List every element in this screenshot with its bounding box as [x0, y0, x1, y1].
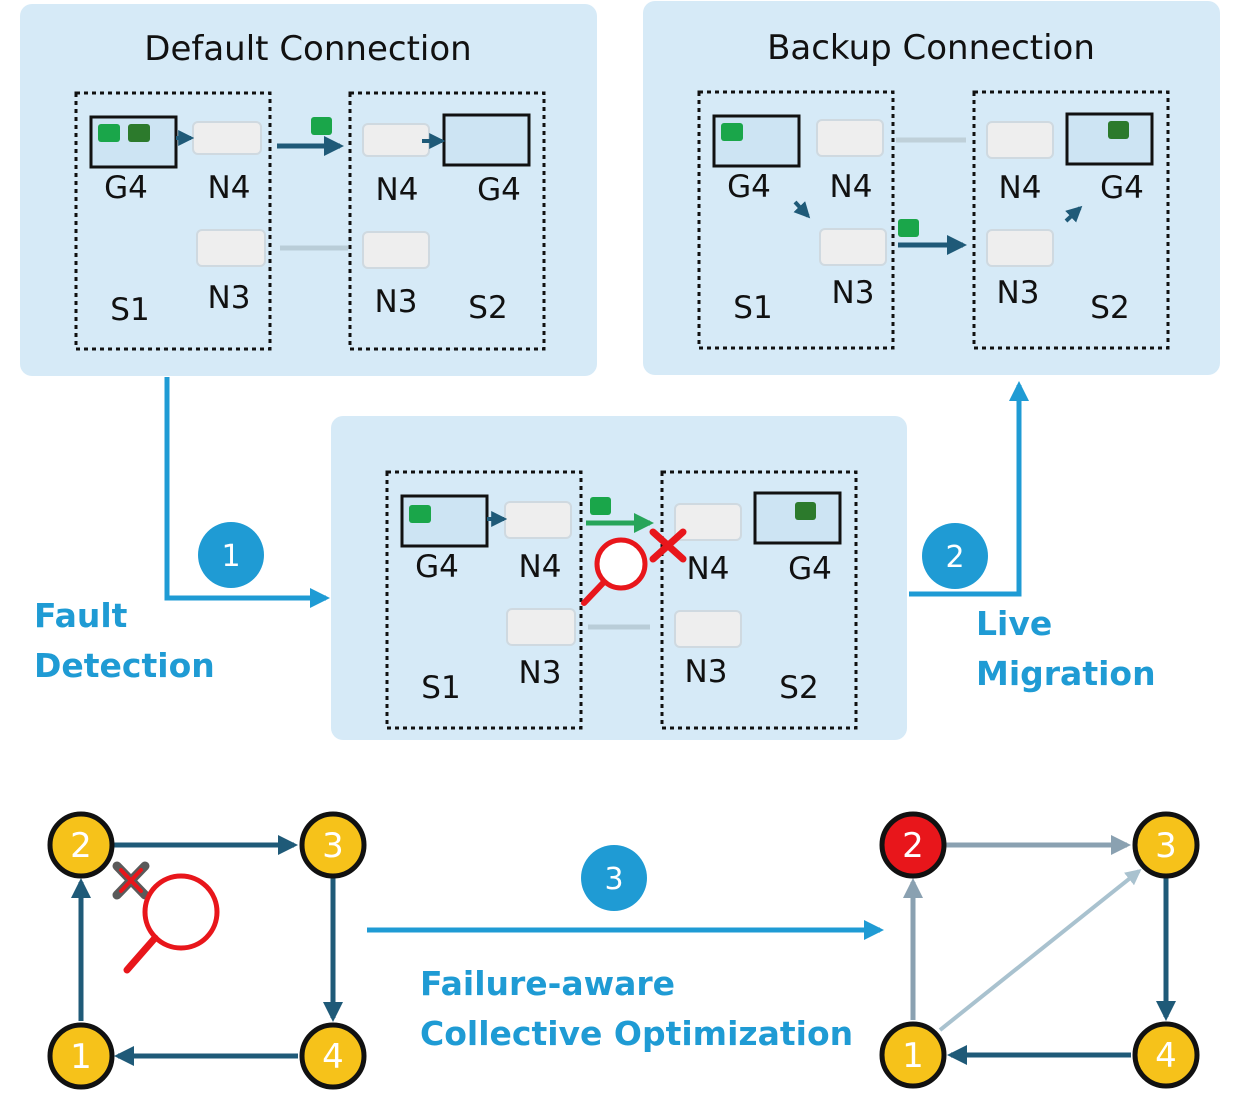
label-n3: N3: [375, 284, 418, 320]
default-connection-panel: Default Connection G4 N4 N3 S1 N4 G4 N3 …: [20, 4, 597, 376]
data-chip: [1108, 121, 1129, 139]
data-chip: [128, 124, 150, 142]
optimization-caption: Failure-aware: [420, 964, 675, 1003]
label-s2: S2: [1090, 290, 1129, 326]
data-chip: [721, 123, 743, 141]
graph-node: 2: [47, 811, 115, 879]
node-label: 1: [70, 1037, 92, 1077]
label-g4: G4: [477, 172, 521, 208]
label-n3: N3: [997, 275, 1040, 311]
nic-n4-box: [192, 121, 262, 155]
node-label: 1: [902, 1036, 924, 1076]
graph-node: 3: [299, 811, 367, 879]
magnifier-icon: [123, 873, 220, 974]
data-chip: [898, 219, 919, 237]
label-n4: N4: [376, 172, 419, 208]
live-migration-caption: Live: [976, 604, 1052, 643]
node-label: 4: [1155, 1036, 1177, 1076]
step-badge-3: 3: [581, 845, 647, 911]
node-label: 4: [322, 1037, 344, 1077]
nic-n3-box: [196, 229, 266, 267]
ring-graph-before: 2 3 4 1: [47, 811, 367, 1090]
label-n4: N4: [687, 551, 730, 587]
nic-n3-box: [506, 608, 576, 646]
graph-node: 1: [879, 1021, 947, 1089]
label-n4: N4: [519, 549, 562, 585]
step-badge-2: 2: [922, 523, 988, 589]
label-n3: N3: [519, 655, 562, 691]
flow-arrow-fault-detection: [164, 377, 330, 608]
server-s2-box: [348, 91, 546, 351]
data-chip: [311, 117, 332, 135]
server-s2-box: [972, 90, 1170, 350]
nic-n4-box: [986, 121, 1054, 159]
fault-x-icon: [112, 861, 150, 900]
step-number: 1: [221, 539, 240, 574]
server-s2-box: [660, 470, 858, 730]
nic-n3-box: [986, 229, 1054, 267]
nic-n3-box: [819, 228, 887, 266]
label-g4: G4: [1100, 170, 1144, 206]
server-s1-box: [697, 90, 895, 350]
live-migration-caption: Migration: [976, 654, 1156, 693]
step-badge-1: 1: [198, 522, 264, 588]
label-g4: G4: [788, 551, 832, 587]
label-n3: N3: [832, 275, 875, 311]
data-chip: [590, 497, 611, 515]
label-s1: S1: [421, 670, 460, 706]
default-connection-title: Default Connection: [144, 29, 471, 69]
nic-n4-box: [816, 119, 884, 157]
gpu-g4-box: [442, 113, 531, 167]
data-chip: [409, 505, 431, 523]
graph-node: 1: [47, 1022, 115, 1090]
nic-n3-box: [674, 610, 742, 648]
link-arrow: [1064, 205, 1083, 223]
server-s1-box: [74, 91, 272, 351]
label-g4: G4: [727, 169, 771, 205]
graph-node: 4: [299, 1022, 367, 1090]
optimization-caption: Collective Optimization: [420, 1014, 853, 1053]
label-n4: N4: [830, 169, 873, 205]
fault-detection-panel: G4 N4 N3 S1 N4 G4 N3 S2: [331, 416, 907, 740]
node-label: 3: [322, 826, 344, 866]
node-label: 3: [1155, 826, 1177, 866]
flow-arrow-live-migration: [909, 381, 1029, 597]
step-number: 2: [945, 540, 964, 575]
link-arrow: [793, 200, 811, 219]
failed-graph-node: 2: [879, 811, 947, 879]
graph-node: 4: [1132, 1021, 1200, 1089]
nic-n3-box: [362, 231, 430, 269]
label-n4: N4: [208, 170, 251, 206]
graph-node: 3: [1132, 811, 1200, 879]
nic-n4-box: [504, 501, 572, 539]
server-s1-box: [385, 470, 583, 730]
label-s2: S2: [779, 670, 818, 706]
label-s1: S1: [733, 290, 772, 326]
backup-connection-panel: Backup Connection G4 N4 N3 S1 N4 G4 N3 S…: [643, 1, 1220, 375]
node-label: 2: [902, 826, 924, 866]
fault-x-icon: [649, 528, 687, 563]
label-g4: G4: [104, 170, 148, 206]
nic-n4-box: [674, 503, 742, 541]
label-g4: G4: [415, 549, 459, 585]
label-s2: S2: [468, 290, 507, 326]
data-chip: [98, 124, 120, 142]
label-n3: N3: [208, 280, 251, 316]
step-number: 3: [604, 862, 623, 897]
ring-graph-after: 2 3 4 1: [879, 811, 1200, 1089]
label-n4: N4: [999, 170, 1042, 206]
nic-n4-box: [362, 123, 430, 157]
data-chip: [795, 502, 816, 520]
backup-connection-title: Backup Connection: [767, 28, 1095, 68]
graph-edge: [938, 869, 1142, 1032]
fault-detection-caption: Detection: [34, 646, 215, 685]
fault-detection-caption: Fault: [34, 596, 128, 635]
magnifier-icon: [581, 537, 648, 606]
label-n3: N3: [685, 654, 728, 690]
node-label: 2: [70, 826, 92, 866]
label-s1: S1: [110, 292, 149, 328]
